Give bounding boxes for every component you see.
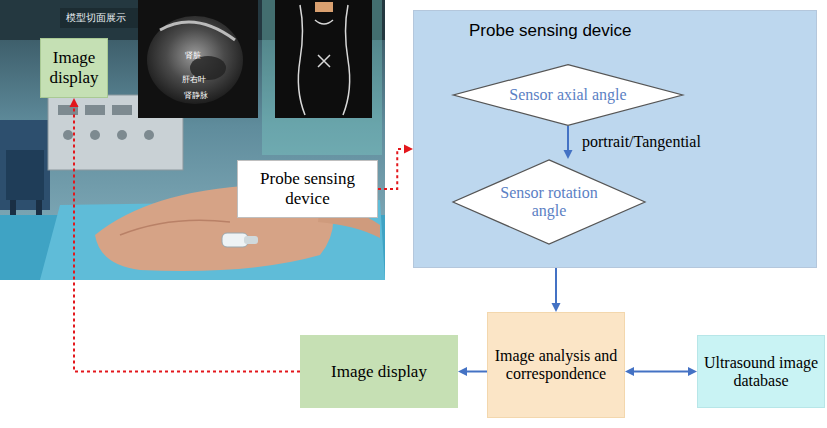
dotted-connector [378, 145, 413, 190]
edge-label: portrait/Tangential [582, 133, 701, 151]
process-box: Image analysis and correspondence [487, 312, 625, 418]
organ-label: 肾脏 [185, 50, 201, 61]
arrowhead [404, 145, 413, 154]
display-box: Image display [40, 38, 108, 98]
arrowhead [70, 98, 79, 107]
organ-label: 肝右叶 [182, 74, 206, 85]
box-text: Image analysis and correspondence [493, 347, 619, 383]
panel-title: Probe sensing device [469, 21, 632, 41]
arrowhead [552, 303, 561, 312]
decision-text: Sensor axial angle [493, 86, 643, 104]
arrowhead [625, 367, 634, 376]
arrow-connector [552, 268, 561, 312]
box-text: Image display [44, 48, 104, 88]
device-label-box: Probe sensing device [237, 160, 378, 218]
decision-diamond: Sensor axial angle [451, 64, 685, 126]
arrow-connector [625, 367, 697, 376]
arrowhead [564, 150, 573, 159]
decision-text: Sensor rotation angle [493, 184, 605, 220]
organ-label: 肾静脉 [184, 90, 208, 101]
box-text: Ultrasound image database [703, 354, 819, 390]
box-text: Image display [331, 362, 427, 382]
screen-caption: 模型切面展示 [66, 11, 126, 25]
dotted-connector [70, 98, 301, 372]
arrow-connector [458, 367, 487, 376]
decision-diamond: Sensor rotation angle [451, 159, 647, 245]
arrowhead [688, 367, 697, 376]
arrowhead [458, 367, 467, 376]
arrow-connector [564, 126, 573, 159]
display-box: Image display [300, 335, 458, 408]
database-box: Ultrasound image database [697, 335, 825, 408]
box-text: Probe sensing device [243, 169, 372, 209]
